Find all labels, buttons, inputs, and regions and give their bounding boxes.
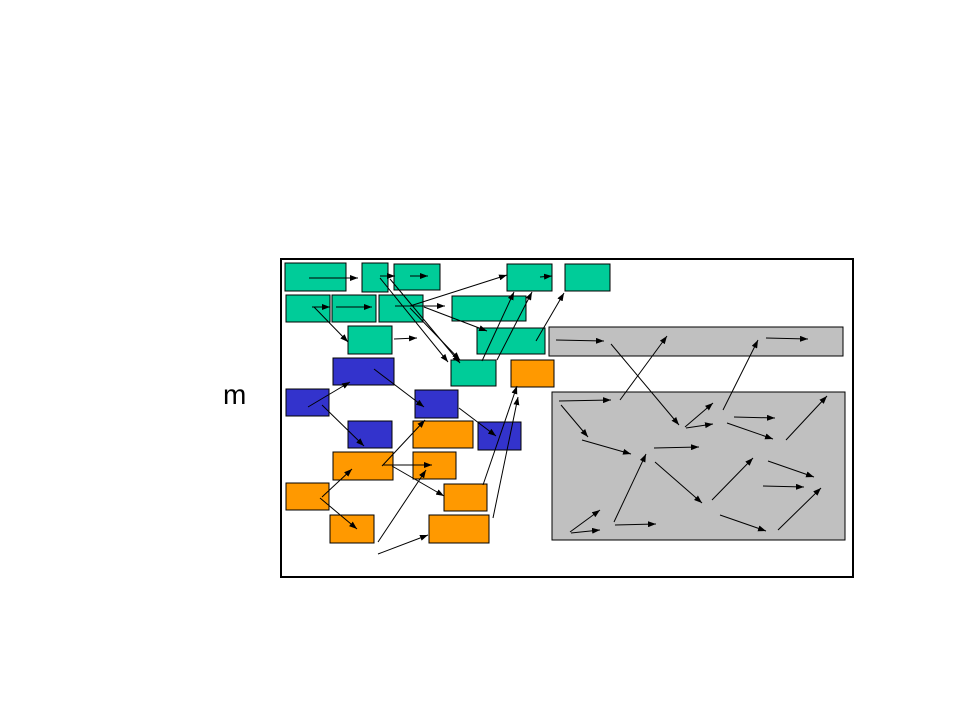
- teal-box-0: [284, 262, 347, 292]
- arrow-36: [560, 404, 589, 438]
- arrow-17: [307, 381, 351, 408]
- orange-box-24: [428, 514, 490, 544]
- arrow-18: [321, 404, 365, 447]
- arrow-39: [653, 444, 700, 451]
- teal-box-5: [285, 294, 331, 323]
- orange-box-22: [443, 483, 488, 512]
- teal-box-1: [361, 262, 389, 293]
- arrow-22: [319, 497, 358, 530]
- arrow-53: [570, 527, 601, 534]
- teal-box-11: [450, 359, 497, 387]
- orange-box-23: [329, 514, 375, 544]
- arrow-43: [685, 422, 714, 429]
- arrow-27: [377, 534, 429, 555]
- arrow-37: [581, 439, 632, 455]
- teal-box-6: [331, 294, 377, 323]
- arrow-20: [458, 407, 497, 437]
- arrow-2: [539, 273, 553, 280]
- arrow-11: [389, 278, 461, 364]
- teal-box-3: [506, 263, 553, 292]
- arrow-9: [313, 306, 349, 343]
- arrow-28: [482, 385, 518, 486]
- arrow-31: [610, 343, 680, 426]
- arrow-34: [765, 335, 809, 342]
- arrow-15: [535, 292, 565, 342]
- arrow-12: [409, 307, 461, 361]
- arrow-50: [719, 514, 767, 532]
- gray-region-26: [551, 391, 846, 541]
- arrow-19: [373, 368, 425, 408]
- blue-box-14: [285, 388, 330, 417]
- arrow-48: [767, 460, 815, 478]
- orange-box-12: [510, 359, 555, 388]
- arrow-21: [321, 468, 353, 498]
- arrow-47: [711, 457, 754, 501]
- arrow-layer: [307, 273, 828, 555]
- teal-box-7: [378, 294, 424, 323]
- arrow-25: [391, 465, 445, 497]
- arrow-7: [409, 274, 508, 307]
- teal-box-8: [451, 295, 527, 322]
- arrow-29: [492, 396, 520, 519]
- blue-box-16: [347, 420, 393, 449]
- arrow-42: [684, 402, 714, 428]
- teal-box-9: [347, 325, 393, 355]
- arrow-13: [393, 335, 418, 342]
- arrow-10: [379, 277, 449, 363]
- box-layer: [284, 262, 846, 544]
- arrow-35: [558, 397, 612, 404]
- margin-label-m: m: [223, 379, 247, 410]
- gray-region-25: [548, 326, 844, 357]
- arrow-8: [423, 306, 488, 332]
- arrow-16: [496, 291, 533, 361]
- arrow-23: [381, 419, 426, 467]
- arrow-33: [722, 339, 759, 411]
- arrow-14: [481, 291, 515, 362]
- teal-box-4: [564, 263, 611, 292]
- arrow-38: [613, 453, 647, 523]
- arrow-46: [785, 395, 828, 441]
- orange-box-19: [332, 451, 394, 481]
- blue-box-15: [414, 389, 459, 419]
- blue-box-13: [332, 357, 395, 386]
- arrow-52: [569, 509, 601, 533]
- arrow-51: [777, 487, 822, 531]
- arrow-45: [726, 422, 774, 440]
- arrow-49: [762, 483, 805, 490]
- arrow-41: [614, 521, 657, 528]
- arrow-44: [733, 414, 776, 421]
- orange-box-18: [412, 420, 474, 449]
- arrow-40: [654, 461, 703, 504]
- arrow-30: [555, 337, 605, 344]
- arrow-32: [619, 335, 668, 401]
- teal-box-2: [393, 263, 441, 291]
- arrow-26: [377, 469, 427, 543]
